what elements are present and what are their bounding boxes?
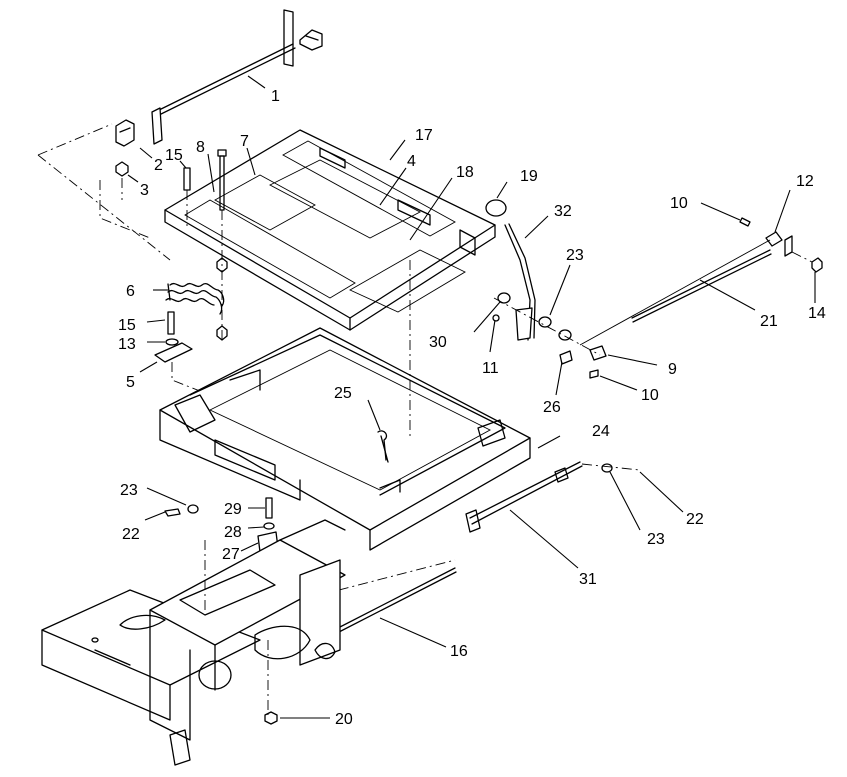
guideline-left (37, 123, 113, 156)
callout-15: 15 (165, 147, 183, 164)
part-31-rod (465, 461, 583, 533)
part-24-seat-frame (159, 327, 531, 551)
spring-bracket-hardware (154, 311, 193, 363)
part-32-lever (485, 199, 536, 341)
callout-30: 30 (429, 334, 447, 351)
callout-3: 3 (140, 182, 149, 199)
callout-23: 23 (566, 247, 584, 264)
callout-14: 14 (808, 305, 826, 322)
callout-4: 4 (407, 153, 416, 170)
callout-12: 12 (796, 173, 814, 190)
callout-28: 28 (224, 524, 242, 541)
part-16-rod (337, 567, 457, 633)
callout-21: 21 (760, 313, 778, 330)
callout-32: 32 (554, 203, 572, 220)
callout-29: 29 (224, 501, 242, 518)
callout-1: 1 (271, 88, 280, 105)
callout-31: 31 (579, 571, 597, 588)
part-1-rod (115, 9, 323, 147)
callout-20: 20 (335, 711, 353, 728)
callout-7: 7 (240, 133, 249, 150)
leader-lines (127, 75, 816, 719)
callout-26: 26 (543, 399, 561, 416)
callout-25: 25 (334, 385, 352, 402)
callout-labels: 1 2 3 15 8 7 17 4 18 19 32 12 10 23 6 15… (118, 88, 826, 728)
callout-27: 27 (222, 546, 240, 563)
part-6-spring (165, 282, 225, 315)
part-3-nut (115, 161, 129, 177)
part-25-pin (377, 430, 389, 463)
callout-17: 17 (415, 127, 433, 144)
callout-6: 6 (126, 283, 135, 300)
callout-18: 18 (456, 164, 474, 181)
callout-5: 5 (126, 374, 135, 391)
callout-10: 10 (641, 387, 659, 404)
pivot-hardware (492, 292, 607, 379)
callout-15: 15 (118, 317, 136, 334)
callout-11: 11 (482, 360, 499, 377)
callout-13: 13 (118, 336, 136, 353)
callout-23: 23 (647, 531, 665, 548)
callout-8: 8 (196, 139, 205, 156)
callout-2: 2 (154, 157, 163, 174)
callout-24: 24 (592, 423, 610, 440)
callout-10: 10 (670, 195, 688, 212)
part-21-rod (631, 249, 772, 323)
callout-23: 23 (120, 482, 138, 499)
callout-16: 16 (450, 643, 468, 660)
chassis-frame (41, 519, 346, 766)
callout-9: 9 (668, 361, 677, 378)
callout-19: 19 (520, 168, 538, 185)
seat-plate (164, 129, 496, 331)
bolts-top (183, 149, 227, 211)
callout-22: 22 (122, 526, 140, 543)
part-20-nut (264, 711, 278, 725)
callout-22: 22 (686, 511, 704, 528)
